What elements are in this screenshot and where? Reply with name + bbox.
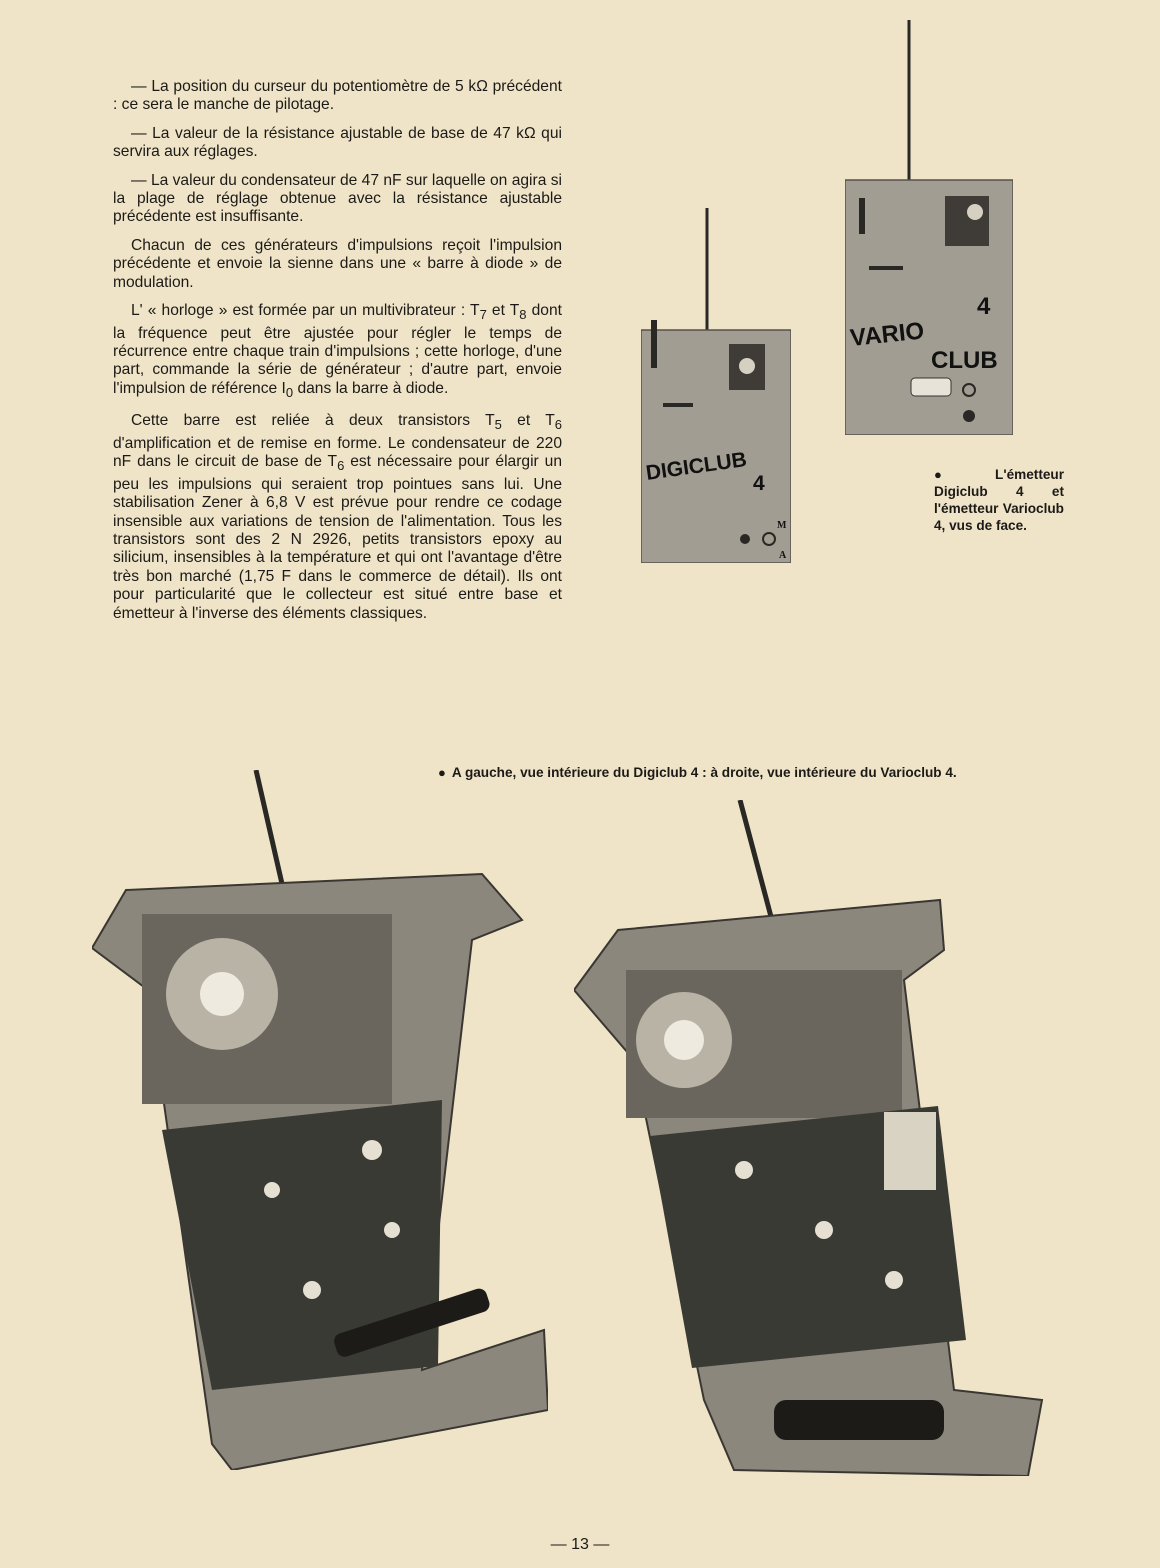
paragraph-condensateur: — La valeur du condensateur de 47 nF sur… <box>113 171 562 226</box>
page-number: — 13 — <box>550 1536 610 1553</box>
paragraph-generateurs: Chacun de ces générateurs d'impulsions r… <box>113 236 562 291</box>
digiclub-switch-top: M <box>777 520 787 531</box>
caption-bullet: ● <box>438 765 446 780</box>
vario-label-2: CLUB <box>931 347 998 374</box>
varioclub-interior-photo <box>574 800 1044 1476</box>
paragraph-resistance: — La valeur de la résistance ajustable d… <box>113 124 562 161</box>
body-text-column: — La position du curseur du potentiomètr… <box>113 78 562 633</box>
paragraph-barre: Cette barre est reliée à deux transistor… <box>113 412 562 622</box>
varioclub-front-photo: 4 VARIO CLUB <box>845 20 1013 435</box>
front-view-caption: ●L'émetteur Digiclub 4 et l'émetteur Var… <box>934 467 1064 533</box>
digiclub-front-photo: DIGICLUB 4 M A <box>641 208 791 563</box>
interior-view-caption: ●A gauche, vue intérieure du Digiclub 4 … <box>438 765 957 780</box>
digiclub-label-2: 4 <box>753 472 765 495</box>
digiclub-interior-illustration <box>92 770 548 1470</box>
paragraph-horloge: L' « horloge » est formée par un multivi… <box>113 302 562 400</box>
digiclub-switch-bottom: A <box>779 550 787 561</box>
digiclub-interior-photo <box>92 770 548 1470</box>
varioclub-interior-illustration <box>574 800 1044 1476</box>
vario-label-3: 4 <box>977 293 991 320</box>
paragraph-potentiometer: — La position du curseur du potentiomètr… <box>113 78 562 114</box>
varioclub-front-illustration: 4 VARIO CLUB <box>845 20 1013 435</box>
digiclub-front-illustration: DIGICLUB 4 M A <box>641 208 791 563</box>
caption-bullet: ● <box>934 467 990 482</box>
